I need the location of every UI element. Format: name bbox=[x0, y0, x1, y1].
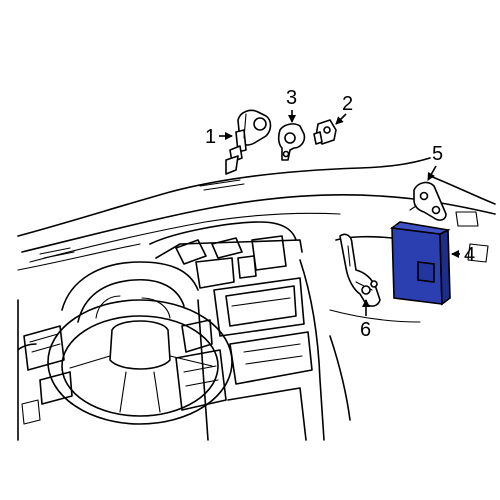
dash-right-small-vent bbox=[467, 243, 489, 263]
cluster-gauge-right bbox=[141, 297, 171, 319]
cluster-gauge-left bbox=[95, 295, 121, 319]
dash-seam bbox=[17, 243, 141, 271]
glovebox-outline bbox=[335, 235, 393, 241]
dashboard bbox=[17, 157, 496, 441]
bracket-part-6 bbox=[339, 233, 381, 307]
callout-6: 6 bbox=[360, 299, 371, 341]
console-right-wall bbox=[299, 259, 325, 441]
dash-crease bbox=[29, 212, 341, 263]
callout-label-5: 5 bbox=[432, 143, 443, 165]
ecu-connector bbox=[417, 261, 435, 283]
ecu-module-part-4 bbox=[389, 221, 451, 306]
left-vent bbox=[23, 325, 73, 405]
callout-label-1: 1 bbox=[205, 126, 216, 148]
callout-label-4: 4 bbox=[464, 244, 475, 266]
dash-right-vent bbox=[455, 211, 479, 227]
ecu-top-face bbox=[389, 221, 451, 235]
dash-right-contour bbox=[429, 175, 496, 205]
console-lower bbox=[227, 387, 307, 441]
dash-upper-edge bbox=[17, 157, 431, 237]
right-lower-dash bbox=[329, 335, 351, 421]
defroster-vent bbox=[39, 179, 245, 259]
center-stack bbox=[149, 221, 313, 411]
callout-4: 4 bbox=[451, 244, 475, 266]
callout-3: 3 bbox=[286, 87, 297, 123]
console-left-wall bbox=[197, 299, 209, 441]
ecu-side-face bbox=[439, 228, 451, 306]
sensor-part-2 bbox=[313, 119, 337, 145]
callout-2: 2 bbox=[335, 93, 353, 125]
left-switch bbox=[21, 399, 41, 425]
callout-label-3: 3 bbox=[286, 87, 297, 109]
cluster-hood bbox=[61, 261, 199, 311]
sensor-part-3 bbox=[277, 123, 306, 161]
bracket-part-5 bbox=[409, 181, 447, 221]
callout-5: 5 bbox=[427, 143, 443, 181]
cluster-face bbox=[77, 278, 185, 323]
left-lower-dash bbox=[17, 299, 37, 441]
sensor-part-1 bbox=[225, 109, 272, 175]
glovebox-line bbox=[329, 309, 421, 323]
callout-label-2: 2 bbox=[342, 93, 353, 115]
callout-1: 1 bbox=[205, 126, 233, 148]
callout-label-6: 6 bbox=[360, 319, 371, 341]
